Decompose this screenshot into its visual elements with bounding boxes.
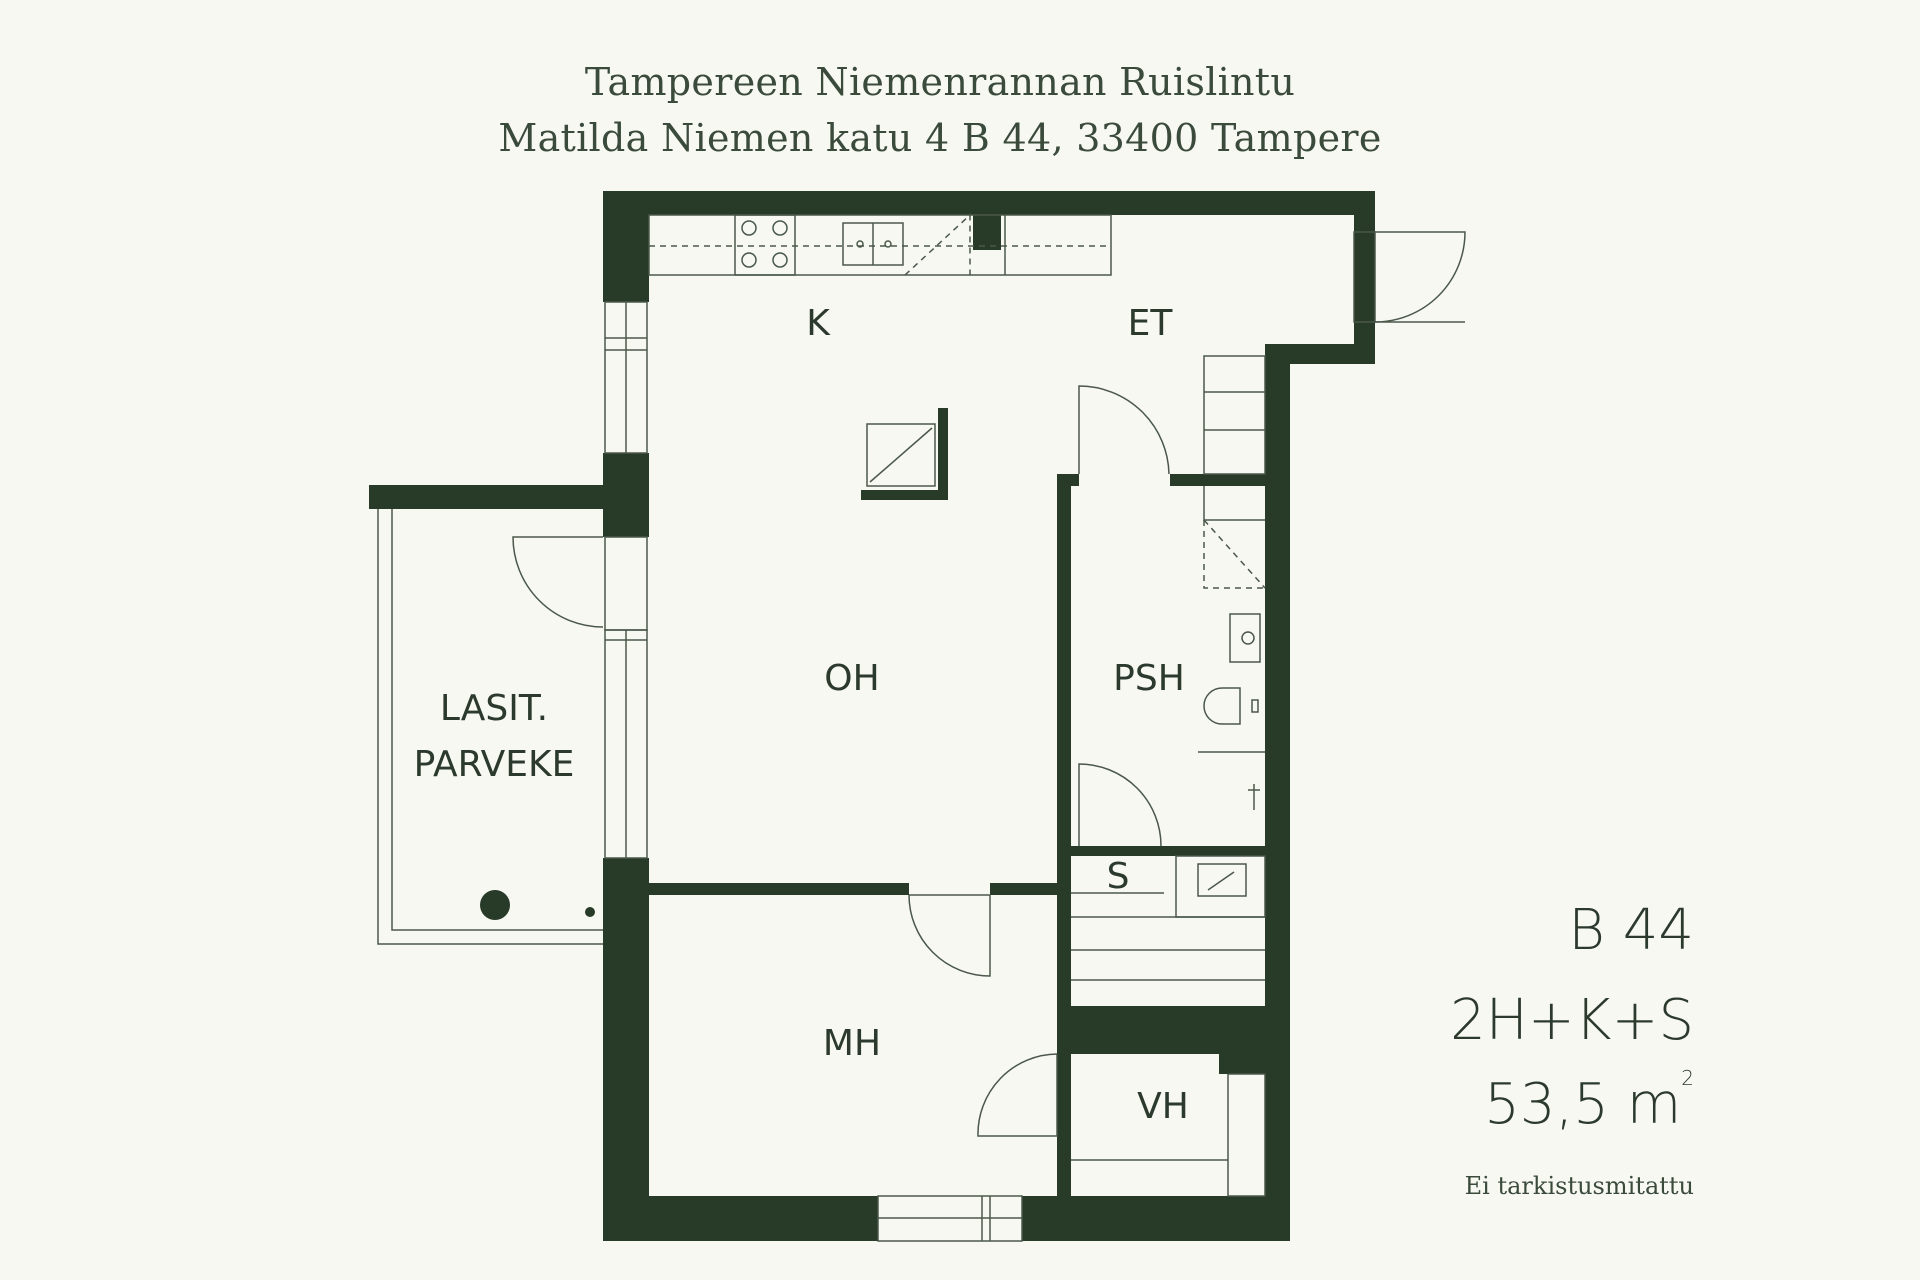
stove-burner — [772, 220, 788, 236]
project-address: Matilda Niemen katu 4 B 44, 33400 Tamper… — [498, 116, 1382, 160]
apartment-area: 53,5 m2 — [1484, 1066, 1694, 1137]
fireplace-icon — [866, 423, 936, 487]
outlet-icon — [585, 907, 595, 917]
room-label-entry: ET — [1128, 303, 1174, 344]
stove-burner — [741, 220, 757, 236]
unit-number: B 44 — [1568, 898, 1694, 963]
balcony-features — [480, 890, 595, 920]
inner-walls — [649, 408, 1265, 1196]
room-label-bathroom: PSH — [1113, 658, 1185, 699]
room-label-sauna: S — [1107, 856, 1130, 897]
fixtures — [741, 220, 1261, 810]
room-label-balcony-line2: PARVEKE — [414, 744, 575, 785]
project-title: Tampereen Niemenrannan Ruislintu — [584, 60, 1296, 104]
apartment-type: 2H+K+S — [1450, 988, 1694, 1053]
area-value: 53,5 m — [1484, 1072, 1682, 1137]
room-label-closet: VH — [1137, 1086, 1189, 1127]
toilet-icon — [1203, 687, 1241, 725]
room-label-balcony-line1: LASIT. — [440, 688, 548, 729]
room-label-kitchen: K — [806, 303, 831, 344]
area-unit-exponent: 2 — [1681, 1066, 1694, 1090]
drain-icon — [480, 890, 510, 920]
thin-lines — [377, 213, 1466, 1242]
stove-burner — [741, 252, 757, 268]
room-label-bedroom: MH — [823, 1023, 881, 1064]
measurement-note: Ei tarkistusmitattu — [1464, 1172, 1694, 1200]
stove-burner — [772, 252, 788, 268]
washbasin-icon — [1229, 613, 1261, 663]
room-label-living: OH — [824, 658, 879, 699]
outer-walls — [369, 191, 1375, 1241]
room-labels: K ET OH PSH S MH VH LASIT. PARVEKE — [414, 303, 1189, 1127]
